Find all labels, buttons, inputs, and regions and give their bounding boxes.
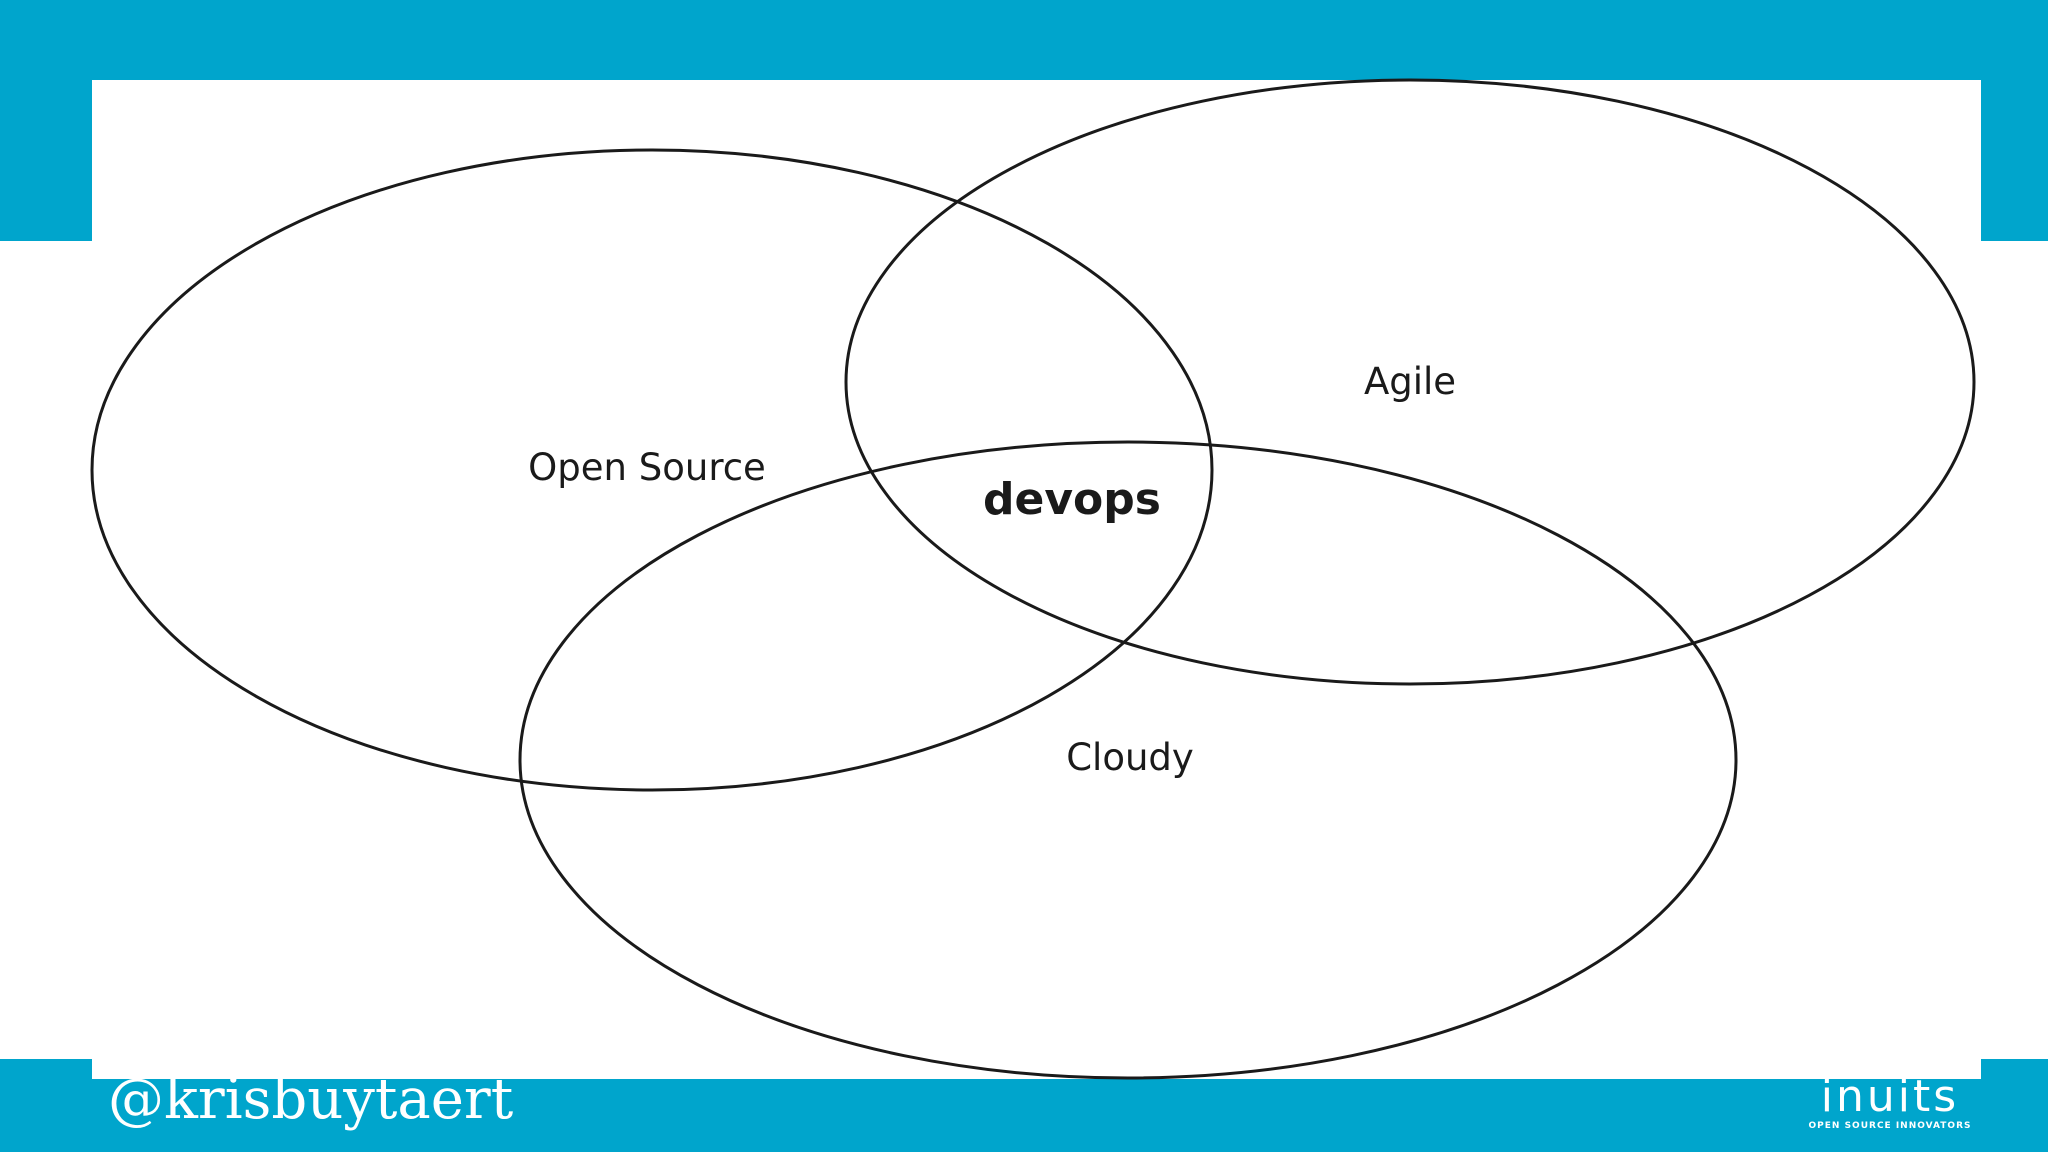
diagram-canvas — [92, 80, 1981, 1079]
twitter-handle: @krisbuytaert — [108, 1067, 514, 1132]
venn-label-devops: devops — [983, 474, 1161, 525]
footer-band — [0, 1079, 2048, 1152]
left-accent-band — [0, 0, 92, 241]
footer-right-band — [1981, 1059, 2048, 1152]
top-accent-band — [0, 0, 2048, 80]
venn-label-open-source: Open Source — [528, 446, 766, 489]
venn-circle-agile — [844, 78, 1976, 686]
venn-label-agile: Agile — [1364, 360, 1456, 403]
right-accent-band — [1981, 0, 2048, 241]
logo-tagline: OPEN SOURCE INNOVATORS — [1808, 1121, 1972, 1131]
footer-left-band — [0, 1059, 92, 1152]
inuits-logo: inuits OPEN SOURCE INNOVATORS — [1800, 1074, 1980, 1140]
venn-circle-open-source — [90, 148, 1214, 792]
venn-label-cloudy: Cloudy — [1066, 736, 1194, 779]
logo-wordmark: inuits — [1820, 1071, 1960, 1122]
venn-circle-cloudy — [518, 440, 1738, 1080]
